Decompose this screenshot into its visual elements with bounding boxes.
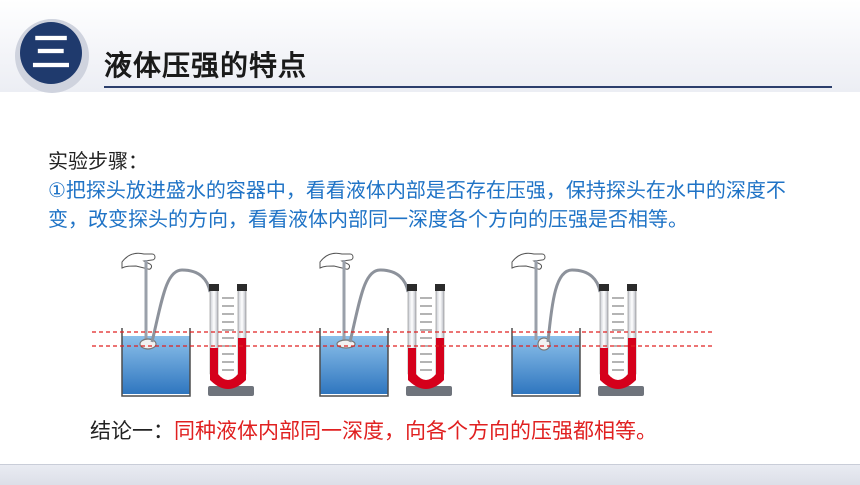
setup-2	[319, 252, 452, 397]
probe-head	[336, 339, 356, 349]
beaker	[121, 328, 191, 397]
page-title: 液体压强的特点	[104, 49, 308, 82]
conclusion-text: 同种液体内部同一深度，向各个方向的压强都相等。	[174, 419, 657, 443]
manometer-base	[598, 386, 644, 396]
beaker	[511, 328, 581, 397]
rubber-tube	[546, 268, 602, 343]
manometer-liquid	[408, 338, 444, 389]
conclusion-label: 结论一：	[90, 419, 174, 443]
conclusion: 结论一：同种液体内部同一深度，向各个方向的压强都相等。	[90, 415, 657, 445]
manometer-liquid	[600, 338, 636, 389]
hand-icon	[121, 252, 156, 270]
manometer-base	[208, 386, 254, 396]
manometer-cap-left	[599, 284, 609, 291]
manometer-cap-left	[209, 284, 219, 291]
title-underline	[104, 86, 832, 88]
beaker	[319, 328, 389, 397]
steps-heading: 实验步骤：	[48, 149, 148, 173]
rubber-tube	[150, 268, 212, 343]
section-badge: 三	[20, 22, 82, 84]
manometer-cap-right	[435, 284, 445, 291]
manometer-cap-right	[237, 284, 247, 291]
manometer-base	[406, 386, 452, 396]
step-1-text: ①把探头放进盛水的容器中，看看液体内部是否存在压强，保持探头在水中的深度不变，改…	[48, 178, 786, 231]
manometer-cap-left	[407, 284, 417, 291]
setup-1	[121, 252, 254, 397]
hand-icon	[319, 252, 354, 270]
experiment-figure	[92, 252, 712, 397]
manometer-cap-right	[627, 284, 637, 291]
manometer-liquid	[210, 338, 246, 389]
setup-3	[511, 252, 644, 397]
rubber-tube	[348, 268, 410, 343]
header-band	[0, 0, 860, 92]
hand-icon	[511, 252, 546, 270]
footer-band	[0, 464, 860, 485]
